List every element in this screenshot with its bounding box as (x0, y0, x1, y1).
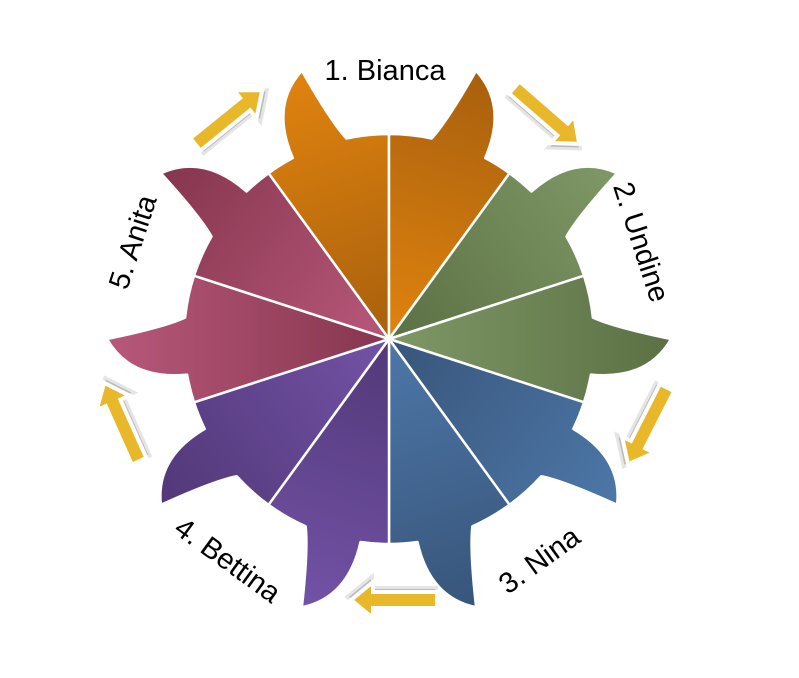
wedge-bianca-2 (387, 69, 511, 341)
wedge-bianca-1 (267, 69, 391, 341)
label-nina: 3. Nina (493, 520, 587, 600)
label-anita: 5. Anita (103, 190, 164, 293)
cycle-arrow-icon (344, 572, 439, 623)
wedge-anita-1 (105, 274, 391, 404)
wedge-undine-2 (387, 274, 673, 404)
wedge-anita-2 (159, 165, 391, 341)
wedge-bettina-1 (267, 337, 391, 609)
cycle-arrow-icon (93, 375, 153, 468)
cycle-arrow-icon (614, 380, 677, 469)
label-bianca: 1. Bianca (325, 55, 447, 87)
label-undine: 2. Undine (606, 178, 675, 306)
cycle-arrow-icon (187, 88, 270, 156)
cycle-arrow-icon (504, 78, 583, 151)
wedge-nina-1 (387, 337, 619, 507)
wedge-nina-2 (387, 337, 511, 609)
wedge-undine-1 (387, 165, 619, 341)
wedge-bettina-2 (159, 337, 391, 507)
label-bettina: 4. Bettina (168, 512, 287, 610)
